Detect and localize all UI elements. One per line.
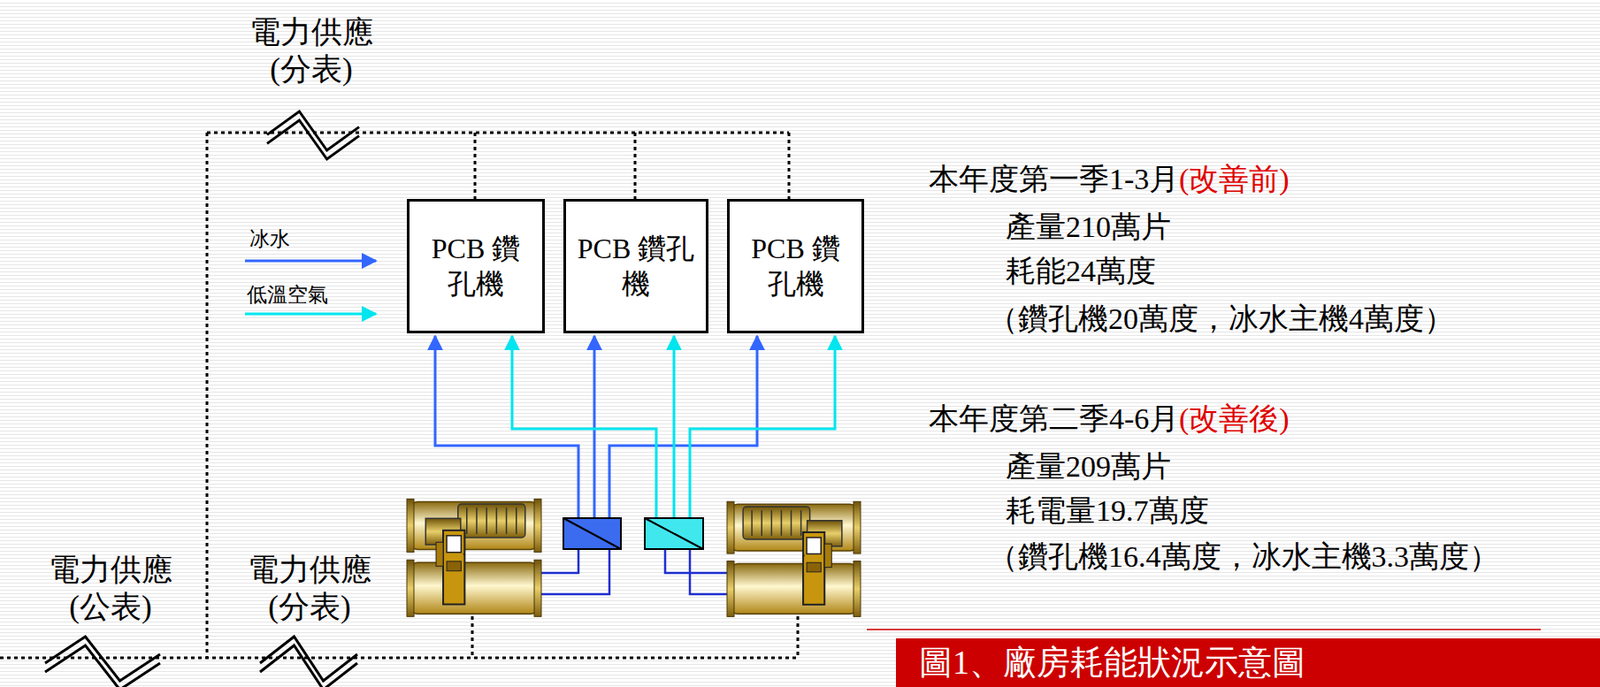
power-wire <box>634 132 637 200</box>
note-text: （鑽孔機16.4萬度，冰水主機3.3萬度） <box>987 539 1500 576</box>
chiller <box>727 501 861 617</box>
legend-sample <box>244 260 376 263</box>
chilled-water-pipe <box>609 336 758 519</box>
caption-banner: 圖1、廠房耗能狀況示意圖 <box>895 638 1600 687</box>
note-text: 耗能24萬度 <box>1005 253 1156 291</box>
legend-text: 低溫空氣 <box>246 283 329 308</box>
caption: 圖1、廠房耗能狀況示意圖 <box>895 638 1600 687</box>
note-text: (改善後) <box>1178 401 1290 438</box>
power-supply-label: 電力供應 (分表) <box>238 551 381 627</box>
power-wire <box>796 616 800 659</box>
power-wire <box>788 132 791 200</box>
rule-line <box>866 628 1541 631</box>
meter-symbol <box>260 645 358 687</box>
box-label: PCB 鑽孔機 <box>566 230 706 302</box>
chiller <box>406 498 542 617</box>
meter-symbol <box>267 120 360 160</box>
cold-air-pipe <box>512 336 657 519</box>
process-box: PCB 鑽孔機 <box>727 199 865 334</box>
legend-sample <box>244 313 376 316</box>
chilled-water-pipe <box>435 336 579 519</box>
return-pipe <box>665 549 728 574</box>
note-text: 本年度第一季1-3月 <box>928 161 1179 199</box>
return-pipe <box>541 549 610 595</box>
power-wire <box>471 616 475 659</box>
chilled-water-pipe <box>593 336 597 519</box>
process-box: PCB 鑽孔機 <box>406 199 545 334</box>
process-box: PCB 鑽孔機 <box>563 199 709 334</box>
cold-air-pipe <box>689 336 835 519</box>
power-wire <box>206 132 209 659</box>
note-text: 產量209萬片 <box>1005 449 1172 486</box>
note-text: （鑽孔機20萬度，冰水主機4萬度） <box>987 301 1455 338</box>
heat-exchanger <box>644 518 704 550</box>
return-pipe <box>689 549 728 595</box>
power-supply-label: 電力供應 (分表) <box>240 14 383 89</box>
power-wire <box>474 132 477 200</box>
return-pipe <box>541 549 579 574</box>
box-label: PCB 鑽孔機 <box>729 230 862 302</box>
note-text: 耗電量19.7萬度 <box>1005 493 1210 530</box>
power-wire <box>206 131 789 135</box>
power-supply-label: 電力供應 (公表) <box>39 551 182 627</box>
heat-exchanger <box>563 518 621 550</box>
meter-symbol <box>45 645 161 687</box>
cold-air-pipe <box>673 336 676 519</box>
note-text: 產量210萬片 <box>1005 209 1172 246</box>
note-text: (改善前) <box>1178 161 1290 199</box>
note-text: 本年度第二季4-6月 <box>928 401 1179 438</box>
box-label: PCB 鑽孔機 <box>409 230 543 302</box>
power-wire <box>0 657 798 660</box>
legend-text: 冰水 <box>249 227 291 253</box>
